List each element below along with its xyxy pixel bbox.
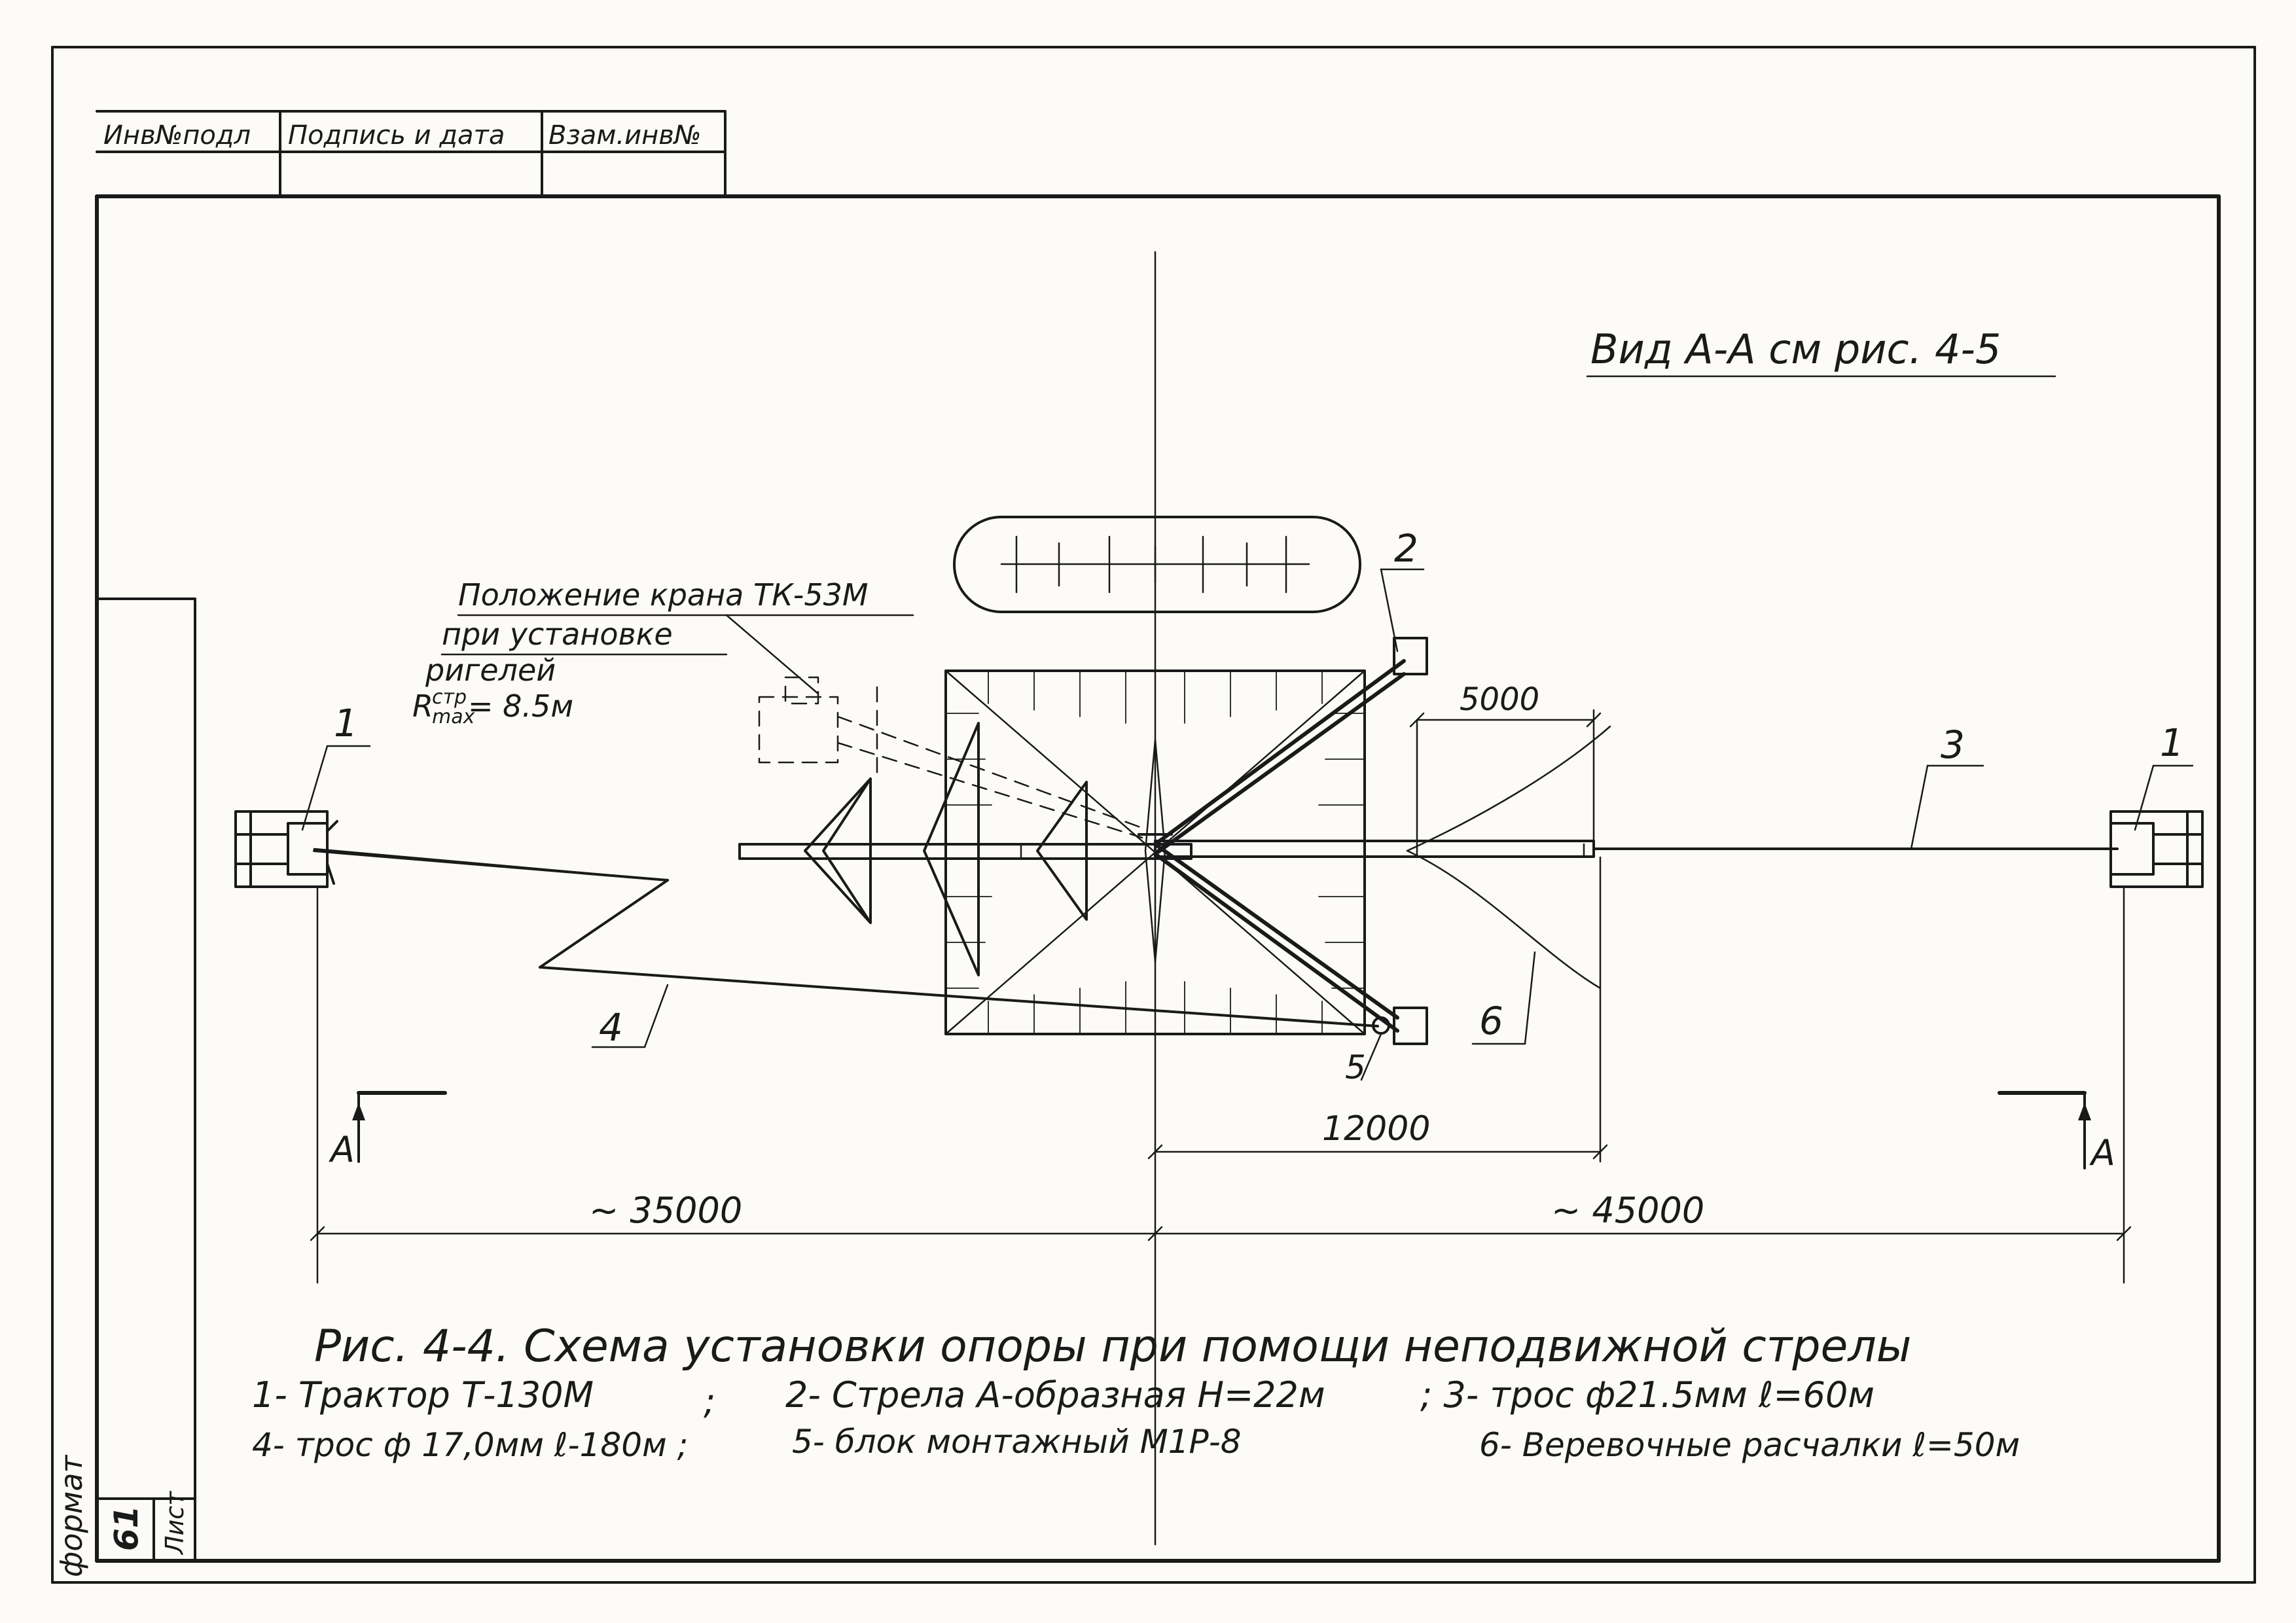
- crane-track-outline: [953, 516, 1361, 613]
- caption-title: Рис. 4-4. Схема установки опоры при помо…: [314, 1321, 1912, 1372]
- callout-2: 2: [1394, 526, 1418, 571]
- stamp-replace-label: Взам.инв№: [548, 120, 701, 151]
- callout-1-right: 1: [2160, 721, 2184, 765]
- support-mast: [738, 722, 1193, 976]
- tractor-right: [2109, 810, 2204, 888]
- caption-item-3: ; 3- трос ф21.5мм ℓ=60м: [1420, 1374, 1874, 1416]
- caption: Рис. 4-4. Схема установки опоры при помо…: [252, 1321, 2020, 1464]
- inner-frame: [95, 194, 2221, 1563]
- crane-position: [758, 676, 1143, 839]
- stamp-inv-label: Инв№подл: [103, 120, 251, 151]
- crane-note-r-val: = 8.5м: [468, 688, 573, 724]
- caption-item-5: 5- блок монтажный М1Р-8: [792, 1423, 1242, 1461]
- section-mark-left: А: [329, 1091, 447, 1170]
- dimension-5000: 5000: [1409, 681, 1602, 859]
- crane-note-r-sup: стр: [432, 686, 467, 709]
- side-stamp-page: 61: [107, 1505, 145, 1551]
- caption-item-2: 2- Стрела А-образная Н=22м: [785, 1374, 1325, 1416]
- caption-item-4: 4- трос ф 17,0мм ℓ-180м ;: [252, 1426, 688, 1464]
- view-reference: Вид А-А см рис. 4-5: [1590, 325, 2001, 373]
- stamp-table: Инв№подл Подпись и дата Взам.инв№: [96, 110, 726, 198]
- caption-item-6: 6- Веревочные расчалки ℓ=50м: [1479, 1426, 2020, 1464]
- callout-5: 5: [1345, 1048, 1366, 1086]
- side-stamp: формат 61 Лист: [54, 597, 196, 1577]
- crane-note-line2: при установке: [442, 616, 673, 652]
- caption-item-1-sep: ;: [704, 1381, 715, 1422]
- stamp-sign-label: Подпись и дата: [288, 120, 505, 151]
- side-stamp-sheet: Лист: [160, 1490, 189, 1556]
- caption-item-1: 1- Трактор Т-130М: [252, 1374, 594, 1416]
- dim-35000-label: ~ 35000: [589, 1190, 742, 1231]
- section-mark-right: А: [1998, 1091, 2115, 1173]
- crane-note: Положение крана ТК-53М при установке риг…: [412, 577, 914, 728]
- dim-12000-label: 12000: [1322, 1109, 1430, 1149]
- cable-3: [1154, 840, 2119, 858]
- section-left-label: А: [329, 1129, 355, 1170]
- crane-note-r: R: [412, 688, 433, 724]
- crane-note-r-sub: max: [432, 705, 475, 728]
- callout-3: 3: [1941, 722, 1965, 767]
- guy-ropes-6: [1406, 725, 1611, 990]
- callout-6: 6: [1479, 999, 1503, 1043]
- dim-45000-label: ~ 45000: [1551, 1190, 1704, 1231]
- crane-note-line3: ригелей: [425, 652, 556, 688]
- crane-note-line1: Положение крана ТК-53М: [458, 577, 869, 613]
- a-frame-boom: [1138, 637, 1428, 1045]
- dim-5000-label: 5000: [1460, 681, 1539, 718]
- callout-1-left: 1: [334, 701, 358, 745]
- section-right-label: А: [2089, 1132, 2115, 1173]
- callouts: 1 1 2 3 4 5 6: [301, 526, 2194, 1086]
- cable-4: [313, 847, 1379, 1027]
- callout-4: 4: [599, 1005, 623, 1050]
- tractor-left: [234, 810, 338, 888]
- dimension-overall: ~ 35000 ~ 45000: [310, 885, 2132, 1284]
- dimension-12000: 12000: [1147, 856, 1608, 1163]
- side-stamp-format: формат: [54, 1454, 89, 1577]
- outer-frame: [51, 46, 2256, 1584]
